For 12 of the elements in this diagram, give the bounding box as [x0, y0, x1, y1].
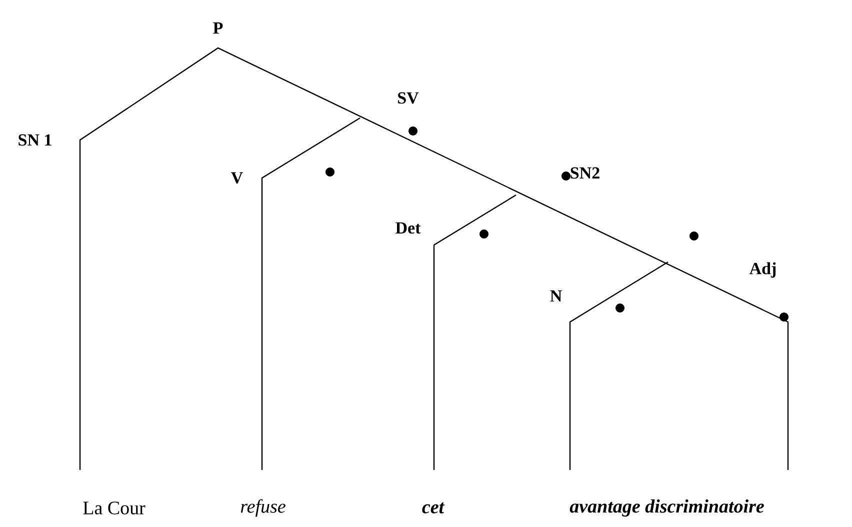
node-label: SV	[398, 92, 419, 104]
node-label: SN2	[570, 167, 600, 179]
node-label: Adj	[749, 262, 776, 278]
word-label: refuse	[240, 499, 286, 517]
node-label: Det	[396, 222, 421, 234]
node-label: V	[231, 172, 243, 184]
word-label: La Cour	[83, 502, 146, 514]
word-label: cet	[422, 502, 445, 514]
node-label: SN 1	[18, 134, 52, 146]
node-label: P	[213, 22, 223, 34]
word-label: avantage discriminatoire	[570, 499, 764, 517]
node-label: N	[550, 290, 562, 302]
